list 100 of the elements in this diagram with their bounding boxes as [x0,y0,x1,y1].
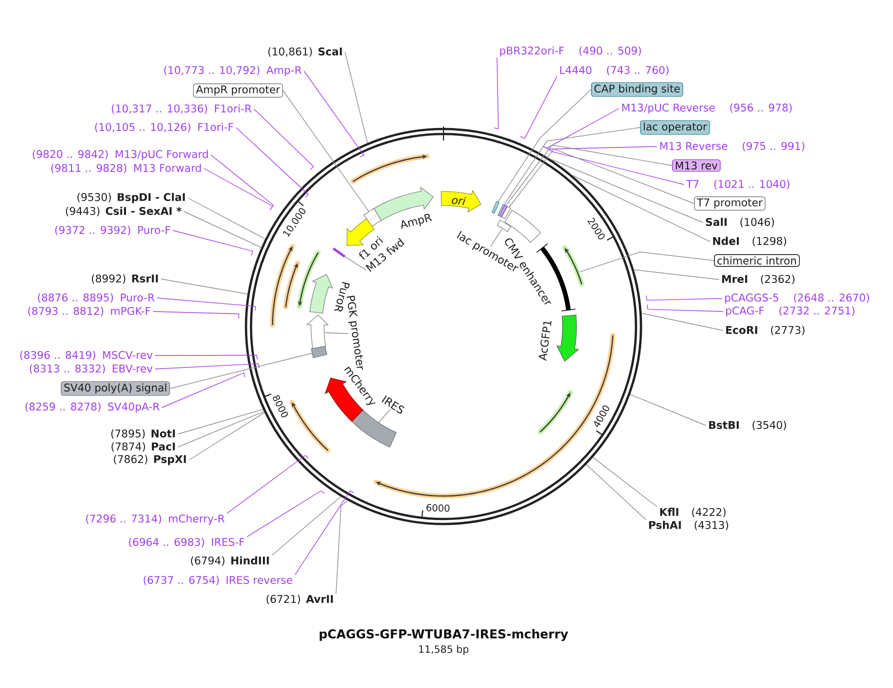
leader-line [210,154,274,210]
leader-line [154,363,260,370]
restriction-site-label: NdeI (1298) [713,236,786,246]
primer-label: M13 Reverse (975 .. 991) [660,142,804,152]
primer-label: (8396 .. 8419) MSCV-rev [20,350,152,360]
leader-line [282,90,370,212]
tick-label: 4000 [594,405,610,428]
restriction-site-label: (6794) HindIII [191,556,269,566]
leader-line [156,298,256,311]
leader-line [336,500,348,594]
feature-label: CAP binding site [591,82,684,97]
leader-line [226,454,309,514]
leader-line [544,146,658,150]
feature-block: AcGFP1 [538,314,580,362]
primer-mark [332,248,346,258]
leader-line [548,149,684,185]
leader-line [550,158,704,223]
feature-label: SV40 poly(A) signal [60,381,170,396]
primer-label: (9820 .. 9842) M13/pUC Forward [32,150,208,160]
leader-line [246,490,326,538]
feature-block: AmpR [374,186,434,229]
feature-label: M13 rev [672,159,721,172]
restriction-site-label: EcoRI (2773) [726,326,804,336]
primer-label: L4440 (743 .. 760) [560,66,668,76]
leader-line [494,57,499,130]
leader-line [172,230,254,256]
restriction-site-label: BstBI (3540) [709,420,786,430]
feature-block: ori [440,190,482,213]
leader-line [508,148,694,208]
restriction-site-label: PshAI (4313) [649,520,728,530]
leader-line [204,168,274,210]
leader-line [170,352,312,389]
leader-line [506,144,672,206]
leader-line [272,496,342,556]
primer-label: (9811 .. 9828) M13 Forward [51,164,201,174]
restriction-site-label: MreI (2362) [722,274,794,284]
leader-line [646,295,722,301]
leader-line [236,127,309,198]
leader-line [498,89,592,202]
primer-label: (8313 .. 8332) EBV-rev [30,364,152,374]
primer-label: (6964 .. 6983) IRES-F [129,538,244,548]
restriction-site-label: (9443) CsiI - SexAI * [66,206,182,216]
primer-label: pBR322ori-F (490 .. 509) [500,46,641,57]
feature-block [306,314,329,349]
primer-label: (9372 .. 9392) Puro-F [55,226,170,236]
feature-label: chimeric intron [714,254,800,267]
node-label: AcGFP1 [538,321,552,361]
tick-label: 8000 [272,395,288,418]
primer-label: pCAGGS-5 (2648 .. 2670) [725,293,870,304]
restriction-site-label: SalI (1046) [706,218,774,228]
leader-line [188,412,265,460]
leader-line [188,198,266,240]
leader-line [178,411,264,448]
restriction-site-label: (8992) RsrII [92,274,158,284]
leader-line [647,304,724,312]
leader-line [542,108,620,149]
leader-line [633,269,720,280]
feature-box [499,204,508,218]
primer-label: (8259 .. 8278) SV40pA-R [25,402,160,413]
leader-line [586,464,646,520]
leader-line [630,394,706,426]
restriction-site-label: (6721) AvrII [266,594,333,604]
leader-line [162,372,246,408]
primer-label: (10,317 .. 10,336) F1ori-R [112,104,252,114]
primer-label: (10,105 .. 10,126) F1ori-F [95,122,234,132]
feature-label: T7 promoter [694,196,766,211]
leader-line [504,127,640,205]
primer-label: (10,773 .. 10,792) Amp-R [164,66,302,76]
primer-label: (8793 .. 8812) mPGK-F [28,306,150,316]
leader-line [294,490,354,576]
leader-line [304,70,364,158]
caption: 11,585 bp [419,645,468,655]
leader-line [254,108,314,170]
primer-label: (7296 .. 7314) mCherry-R [86,514,224,525]
restriction-site-label: (10,861) ScaI [268,47,342,57]
restriction-site-label: (7895) NotI [111,429,175,439]
primer-label: (6737 .. 6754) IRES reverse [144,576,292,586]
feature-box [364,208,382,227]
leader-line [154,354,258,360]
feature-label: lac operator [640,120,710,135]
leader-line [641,312,724,331]
leader-line [184,211,262,248]
feature-label: IRES [382,395,404,414]
leader-line [592,456,658,508]
leader-line [152,311,240,319]
leader-line [324,332,349,334]
leader-line [580,252,714,272]
leader-line [344,52,368,144]
tick-label: 6000 [426,504,450,512]
restriction-site-label: KflI (4222) [660,508,726,518]
leader-line [572,174,710,242]
restriction-site-label: (7862) PspXI [114,454,186,466]
leader-line [520,76,558,139]
primer-label: pCAG-F (2732 .. 2751) [726,306,854,317]
leader-line [160,278,248,294]
primer-label: M13/pUC Reverse (956 .. 978) [622,103,792,114]
leader-line [344,256,367,271]
feature-box [501,206,512,220]
feature-box [311,346,328,358]
title: pCAGGS-GFP-WTUBA7-IRES-mcherry [320,629,568,641]
